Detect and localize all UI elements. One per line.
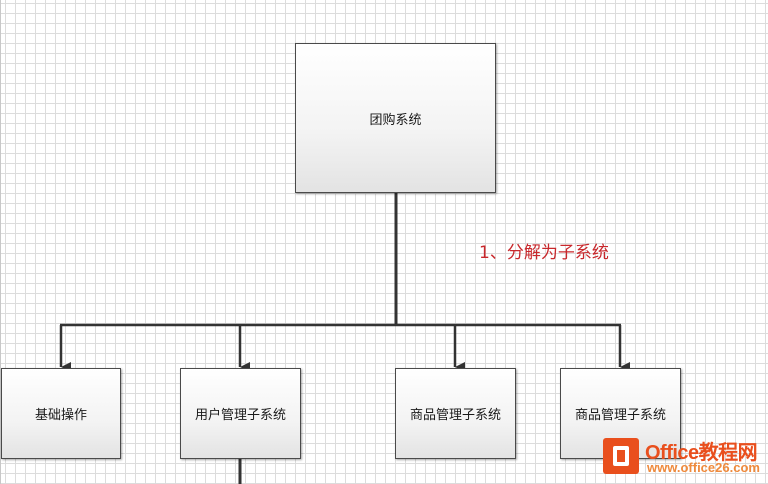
- watermark-url: www.office26.com: [647, 460, 760, 475]
- child-node-box-1[interactable]: 基础操作: [1, 368, 121, 459]
- root-node-label: 团购系统: [369, 112, 422, 128]
- child-node-box-2[interactable]: 用户管理子系统: [180, 368, 301, 459]
- child-node-label: 用户管理子系统: [194, 408, 286, 423]
- child-node-label: 商品管理子系统: [409, 408, 501, 423]
- child-node-label: 基础操作: [34, 408, 87, 423]
- child-node-label: 商品管理子系统: [574, 408, 666, 423]
- child-node-box-3[interactable]: 商品管理子系统: [395, 368, 516, 459]
- watermark-name: Office教程网: [645, 442, 758, 464]
- annotation-text: 1、分解为子系统: [479, 243, 609, 263]
- root-node-box[interactable]: 团购系统: [295, 43, 496, 193]
- office-logo-icon: [603, 438, 639, 474]
- watermark-logo: Office教程网 www.office26.com: [603, 436, 765, 480]
- canvas-left-border: [0, 0, 1, 484]
